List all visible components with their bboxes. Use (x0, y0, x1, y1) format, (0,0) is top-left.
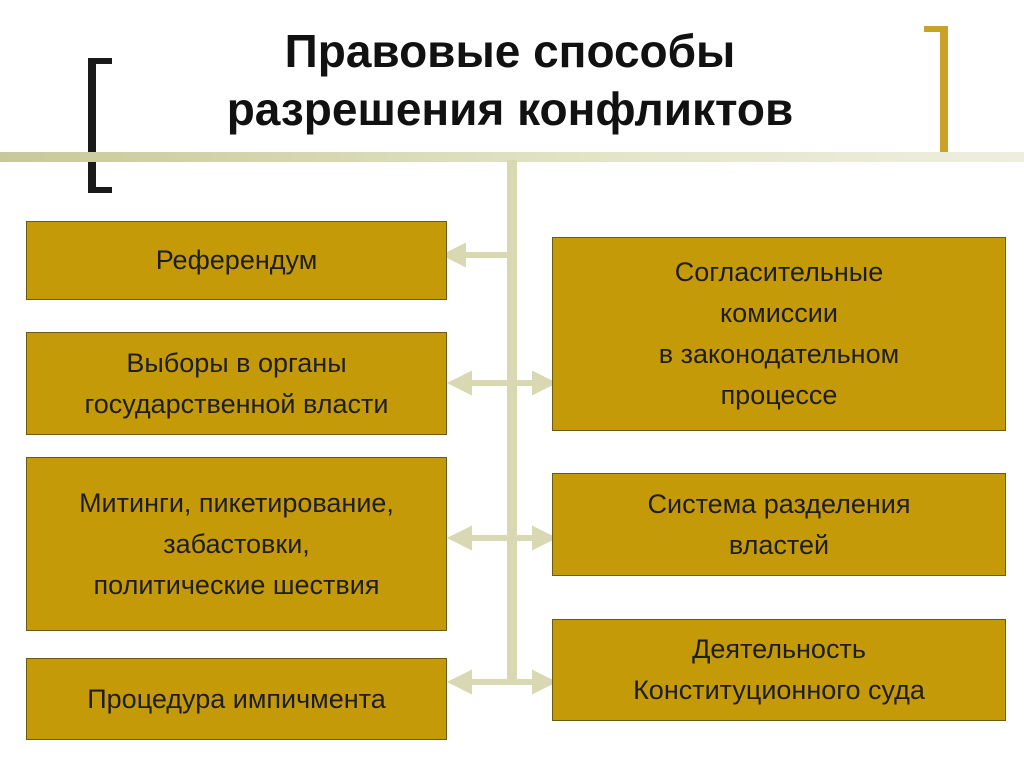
box-rallies-strikes: Митинги, пикетирование, забастовки, поли… (26, 457, 447, 631)
title-band (0, 0, 1024, 157)
box-elections: Выборы в органы государственной власти (26, 332, 447, 435)
box-label: Процедура импичмента (87, 683, 386, 714)
box-label: Митинги, пикетирование, забастовки, поли… (79, 487, 394, 600)
box-label: Система разделения властей (647, 488, 911, 560)
box-referendum: Референдум (26, 221, 447, 300)
box-label: Согласительные комиссии в законодательно… (658, 257, 900, 410)
left-bracket-decoration (88, 58, 112, 193)
box-impeachment: Процедура импичмента (26, 658, 447, 740)
box-label: Референдум (155, 245, 318, 275)
title-line-2: разрешения конфликтов (226, 83, 794, 135)
box-label: Деятельность Конституционного суда (633, 634, 925, 705)
box-separation-of-powers: Система разделения властей (552, 473, 1006, 576)
diagram-title: Правовые способы разрешения конфликтов (110, 22, 910, 138)
box-constitutional-court: Деятельность Конституционного суда (552, 619, 1006, 721)
box-conciliation-commissions: Согласительные комиссии в законодательно… (552, 237, 1006, 431)
box-label: Выборы в органы государственной власти (84, 347, 389, 419)
title-line-1: Правовые способы (284, 25, 736, 77)
title-divider-line (0, 152, 1024, 162)
